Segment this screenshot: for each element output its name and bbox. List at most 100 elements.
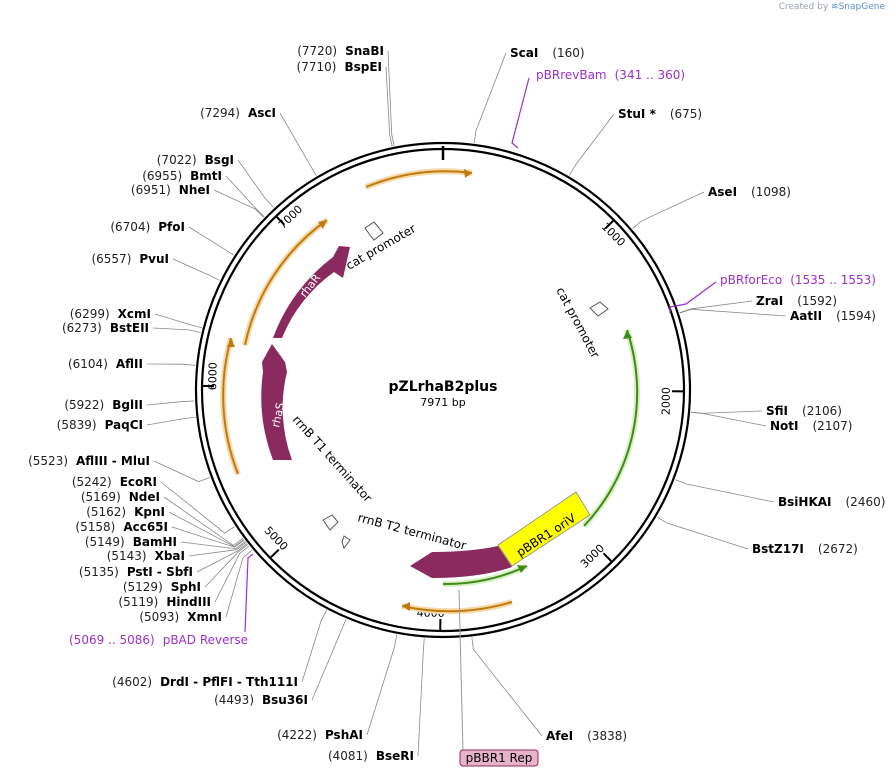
site-name: StuI *	[618, 107, 657, 121]
site-position: (5169)	[81, 490, 121, 504]
site-position: (5135)	[79, 565, 119, 579]
site-name: PfoI	[158, 220, 185, 234]
site-leader-26	[153, 460, 211, 483]
site-label-4: AseI(1098)	[708, 185, 791, 199]
site-position: (5143)	[107, 549, 147, 563]
site-position: (2107)	[813, 419, 853, 433]
site-leader-9	[675, 479, 775, 503]
site-leader-28	[146, 400, 195, 406]
site-label-6: AatII(1594)	[790, 309, 876, 323]
site-label-12: (4081)BseRI	[328, 749, 414, 763]
site-name: AflIII - MluI	[76, 454, 150, 468]
site-position: (7720)	[297, 44, 337, 58]
site-leader-18	[204, 544, 248, 588]
site-label-15: (4602)DrdI - PflFI - Tth111I	[112, 675, 298, 689]
site-leader-21	[180, 541, 246, 550]
orf-right	[583, 329, 639, 527]
backbone-outer-ring	[194, 141, 692, 639]
site-position: (6704)	[110, 220, 150, 234]
site-position: (5839)	[57, 418, 97, 432]
site-label-3: StuI * (675)	[618, 107, 702, 121]
site-name: NdeI	[129, 490, 160, 504]
site-position: (5162)	[86, 505, 126, 519]
site-label-30: (6273)BstEII	[62, 321, 149, 335]
site-leader-8	[690, 411, 767, 427]
site-leader-25	[160, 481, 235, 534]
site-position: (5129)	[123, 580, 163, 594]
orf-bottom	[401, 601, 513, 613]
cat-promoter-1-label: cat promoter	[344, 221, 419, 272]
orf-top	[365, 170, 473, 188]
site-position: (5119)	[118, 595, 158, 609]
site-leader-19	[196, 543, 248, 573]
site-label-1: (7710)BspEI	[297, 60, 382, 74]
site-name: XmnI	[187, 610, 222, 624]
site-name: AflII	[116, 357, 143, 371]
site-leader-1	[385, 66, 393, 147]
site-position: (7022)	[157, 153, 197, 167]
site-name: HindIII	[166, 595, 211, 609]
site-label-26: (5523)AflIII - MluI	[28, 454, 150, 468]
site-leader-7	[690, 410, 763, 414]
site-name: Acc65I	[123, 520, 168, 534]
site-position: (160)	[552, 46, 584, 60]
pBBR1-oriV-feature	[497, 491, 591, 567]
site-leader-15	[301, 609, 328, 683]
site-label-31: (6299)XcmI	[70, 307, 151, 321]
site-leader-24	[163, 496, 244, 546]
site-position: (3838)	[587, 729, 627, 743]
tick-3000	[602, 552, 613, 563]
site-name: AscI	[248, 106, 276, 120]
site-position: (6104)	[68, 357, 108, 371]
site-leader-35	[225, 175, 265, 217]
pBRrevBam-primer-marker	[511, 77, 530, 149]
site-position: (1592)	[797, 294, 837, 308]
site-name: BstZ17I	[752, 542, 804, 556]
site-label-37: (7294) AscI	[200, 106, 276, 120]
orf-right-halo	[581, 329, 641, 529]
site-position: (5922)	[64, 398, 104, 412]
pBBR1-Rep-leader	[458, 589, 464, 753]
site-name: SnaBI	[345, 44, 384, 58]
site-position: (5242)	[72, 475, 112, 489]
site-position: (7294)	[200, 106, 240, 120]
site-leader-lines	[146, 50, 787, 757]
site-position: (6273)	[62, 321, 102, 335]
pBBR1-rep-arrow	[410, 546, 512, 578]
site-label-36: (7022)BsgI	[157, 153, 234, 167]
site-name: BglII	[112, 398, 143, 412]
site-label-9: BsiHKAI(2460)	[778, 495, 885, 509]
site-name: XbaI	[155, 549, 185, 563]
orf-left-upper	[244, 219, 328, 346]
site-label-13: (4222)PshAI	[277, 728, 363, 742]
plasmid-length: 7971 bp	[420, 396, 465, 409]
tick-label-7000: 7000	[276, 203, 305, 232]
site-label-23: (5162)KpnI	[86, 505, 165, 519]
site-position: (675)	[670, 107, 702, 121]
orf-left-upper-arrowhead	[318, 220, 327, 229]
cat-promoter-1-icon	[364, 221, 384, 241]
site-name: AseI	[708, 185, 737, 199]
rrnB-T1-terminator-label: rrnB T1 terminator	[290, 413, 375, 505]
site-label-7: SfiI(2106)	[766, 404, 842, 418]
site-position: (2672)	[818, 542, 858, 556]
tick-label-5000: 5000	[262, 524, 291, 553]
tick-5000	[269, 548, 280, 559]
site-position: (6557)	[91, 252, 131, 266]
site-leader-33	[188, 226, 234, 256]
site-label-5: ZraI(1592)	[756, 294, 837, 308]
site-position: (7710)	[297, 60, 337, 74]
pBBR1-Rep-label-box	[459, 749, 539, 767]
site-leader-31	[154, 313, 203, 329]
cat-promoter-2-label: cat promoter	[553, 285, 602, 361]
site-name: Bsu36I	[262, 693, 308, 707]
plasmid-name: pZLrhaB2plus	[389, 379, 498, 395]
site-position: (5149)	[85, 535, 125, 549]
site-leader-27	[146, 416, 196, 426]
site-position: (2106)	[802, 404, 842, 418]
site-leader-0	[387, 50, 395, 146]
site-label-0: (7720) SnaBI	[297, 44, 384, 58]
site-leader-30	[152, 327, 201, 334]
site-position: (4602)	[112, 675, 152, 689]
site-name: PvuI	[139, 252, 169, 266]
